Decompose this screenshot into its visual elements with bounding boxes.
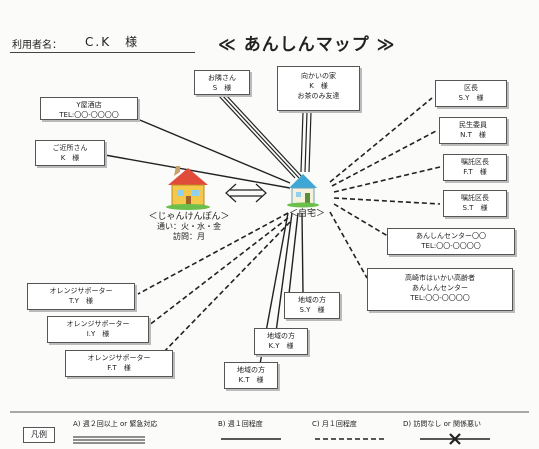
user-label: 利用者名： xyxy=(12,40,62,51)
link-otonari xyxy=(217,94,296,179)
legend-d: D) 訪問なし or 関係悪い xyxy=(403,420,481,428)
link-osake xyxy=(134,117,291,184)
link-mukai xyxy=(300,111,304,173)
link-orange2 xyxy=(147,217,289,327)
legend-a: A) 週２回以上 or 緊急対応 xyxy=(73,420,158,428)
link-chiiki3 xyxy=(275,212,293,333)
link-minsei xyxy=(331,130,437,187)
link-honin xyxy=(333,166,441,193)
double-arrow-icon xyxy=(225,183,267,203)
link-anshin xyxy=(333,203,392,239)
home-label: ＜自宅＞ xyxy=(288,209,325,219)
home-house-icon xyxy=(287,174,319,208)
link-fuku xyxy=(333,197,441,205)
jankenpon-house-icon xyxy=(166,166,210,210)
link-orange1 xyxy=(137,212,289,295)
link-kinjo xyxy=(104,154,291,189)
page-title: ≪ あんしんマップ ≫ xyxy=(218,35,396,55)
link-kaigo xyxy=(329,211,368,279)
legend-key: 凡例 xyxy=(23,427,55,443)
header-underline xyxy=(10,52,195,53)
legend-line-samples xyxy=(73,433,490,445)
link-kucho xyxy=(329,97,433,183)
legend-c: C) 月１回程度 xyxy=(312,420,357,428)
link-chiiki2 xyxy=(301,212,304,295)
link-chiiki1 xyxy=(288,212,299,295)
jankenpon-label: ＜じゃんけんぽん＞ 通い：火・水・金 訪問：月 xyxy=(148,212,230,241)
legend-b: B) 週１回程度 xyxy=(218,420,263,428)
user-name: C.K 様 xyxy=(85,35,140,49)
